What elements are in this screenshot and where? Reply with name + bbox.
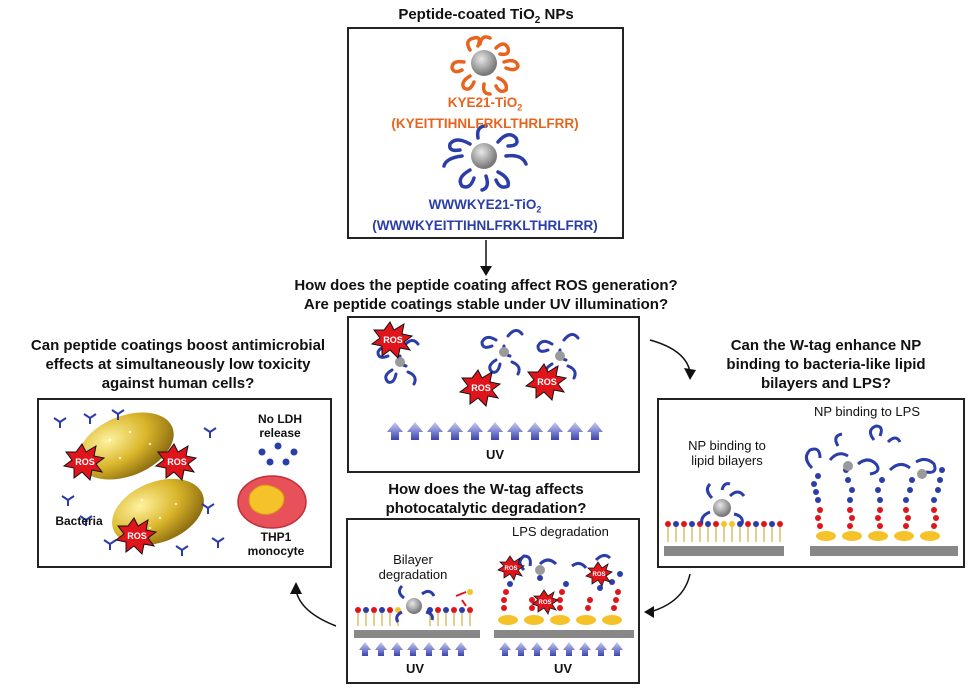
uv-label-middle: UV [485,447,505,462]
kye21-nanoparticle [450,35,520,96]
top-title-sub: 2 [534,15,541,26]
lps-chains [805,424,945,541]
top-title-suffix: NPs [540,6,574,23]
np-cores-middle [395,347,565,367]
ros-stars-left [62,443,198,556]
wwwkye21-nanoparticle [442,124,528,192]
right-question-line1: Can the W-tag enhance NP [730,337,922,354]
ros-question-line2: Are peptide coatings stable under UV ill… [303,296,669,313]
wwwkye21-sub: 2 [536,204,542,215]
no-ldh-label: No LDH release [240,412,320,440]
left-question-line2: effects at simultaneously low toxicity [45,356,311,373]
lps-degradation-label: LPS degradation [512,524,609,539]
ros-stars-middle [370,321,568,408]
left-question-line3: against human cells? [101,375,255,392]
bilayer-deg-line2: degradation [378,567,448,582]
bottom-question: How does the W-tag affects photocatalyti… [346,480,626,518]
uv-arrows-middle [387,422,603,440]
top-title-text: Peptide-coated TiO [398,6,535,23]
right-question-line3: bilayers and LPS? [760,375,892,392]
ldh-dots [258,442,298,466]
right-question: Can the W-tag enhance NP binding to bact… [690,336,962,393]
ros-label-bottom-1: ROS [504,566,518,572]
bilayer-deg-line1: Bilayer [393,552,433,567]
uv-arrows-bottom [359,642,623,656]
ros-label-bottom-3: ROS [592,572,606,578]
bilayer-binding-line1: NP binding to [688,438,766,453]
no-ldh-line1: No LDH [258,412,302,426]
np-degrading-bilayer [395,584,473,623]
ros-question: How does the peptide coating affect ROS … [230,276,742,314]
no-ldh-line2: release [259,426,301,440]
ros-stars-bottom [497,555,613,615]
ros-label-1: ROS [383,335,403,345]
bottom-question-line2: photocatalytic degradation? [385,500,587,517]
bilayer-lipids-degraded [355,607,473,626]
left-question: Can peptide coatings boost antimicrobial… [8,336,348,393]
wwwkye21-sequence: (WWWKYEITTIHNLFRKLTHRLFRR) [372,217,598,233]
ros-label-3: ROS [537,377,557,387]
ros-label-left-2: ROS [167,457,187,467]
ros-label-bottom-2: ROS [538,600,552,606]
bilayer-binding-line2: lipid bilayers [691,453,763,468]
bottom-question-line1: How does the W-tag affects [388,481,584,498]
ros-label-left-1: ROS [75,457,95,467]
wwwkye21-label: WWWKYE21-TiO2 (WWWKYEITTIHNLFRKLTHRLFRR) [335,197,635,234]
thp1-label: THP1 monocyte [236,530,316,558]
thp1-line1: THP1 [260,530,292,544]
substrate-right [810,546,958,556]
lps-degraded [498,553,623,625]
wwwkye21-name: WWWKYE21-TiO [428,197,537,212]
np-bound-bilayer [700,482,746,525]
curved-arrow-bottom [649,573,691,613]
kye21-sequence: (KYEITTIHNLFRKLTHRLFRR) [391,115,579,131]
ros-label-left-3: ROS [127,531,147,541]
uv-label-bottom-left: UV [405,661,425,676]
curved-arrow-right [649,339,691,373]
ros-label-2: ROS [471,383,491,393]
kye21-label: KYE21-TiO2 (KYEITTIHNLFRKLTHRLFRR) [335,95,635,132]
kye21-name: KYE21-TiO [447,95,518,110]
ros-question-line1: How does the peptide coating affect ROS … [294,277,678,294]
kye21-sub: 2 [517,102,523,113]
bilayer-degradation-label: Bilayer degradation [368,552,458,582]
substrate-lps-deg [494,630,634,638]
right-question-line2: binding to bacteria-like lipid [726,356,926,373]
substrate-bilayer-deg [354,630,480,638]
thp1-monocyte-cell [237,475,307,529]
uv-label-bottom-right: UV [553,661,573,676]
small-nps-left [53,409,225,556]
left-question-line1: Can peptide coatings boost antimicrobial [30,337,326,354]
bacteria-label: Bacteria [55,514,103,528]
thp1-line2: monocyte [247,544,305,558]
lps-binding-label: NP binding to LPS [814,404,920,419]
substrate-left [664,546,784,556]
bilayer-binding-label: NP binding to lipid bilayers [672,438,782,468]
top-panel-title: Peptide-coated TiO2 NPs [386,5,586,30]
